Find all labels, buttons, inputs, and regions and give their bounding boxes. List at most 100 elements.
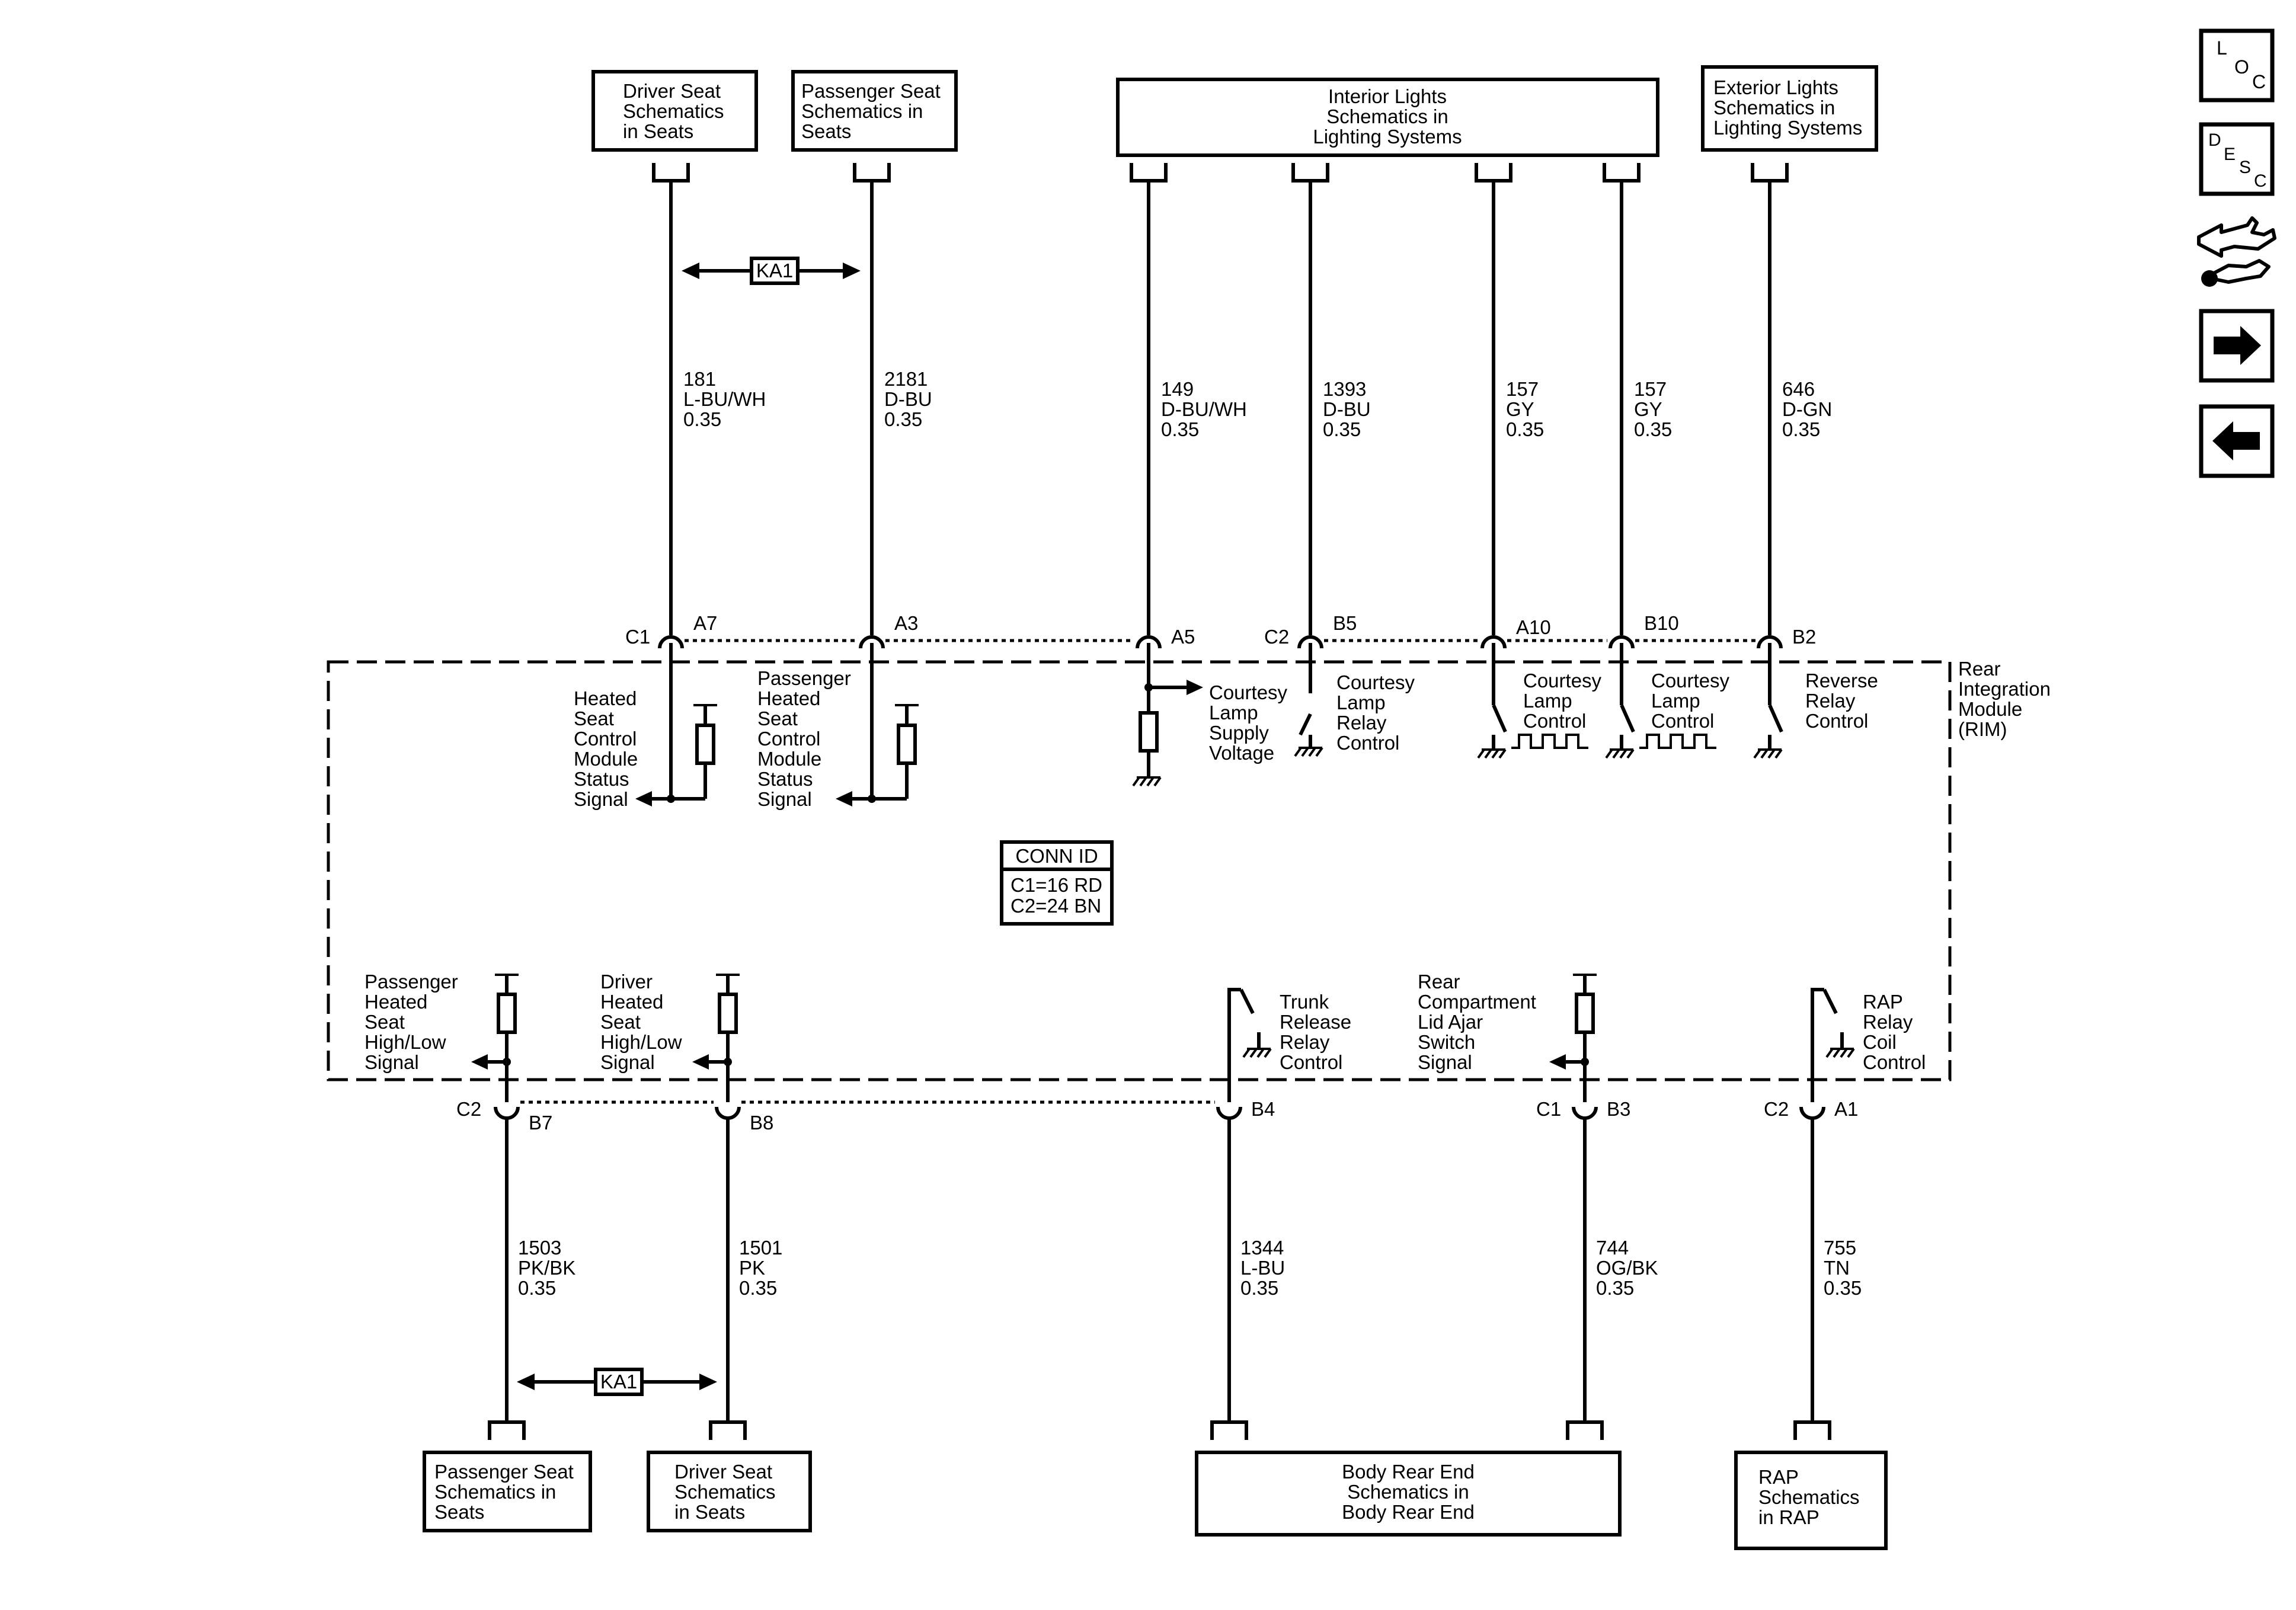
wire-circuit: 157	[1506, 378, 1539, 400]
signal-label: Signal	[1418, 1051, 1472, 1073]
signal-label: Driver	[600, 971, 653, 993]
desc-letter: S	[2239, 158, 2251, 177]
wire-color: GY	[1634, 398, 1662, 420]
wire-gauge: 0.35	[683, 408, 721, 430]
wire-circuit: 1393	[1323, 378, 1366, 400]
box-top-interior-lights[interactable]: Interior Lights Schematics in Lighting S…	[1116, 78, 1659, 157]
box-line: Driver Seat	[674, 1461, 772, 1483]
module-line: Rear	[1958, 658, 2001, 680]
signal-label: Module	[757, 748, 821, 770]
wire-color: GY	[1506, 398, 1534, 420]
wire-circuit: 755	[1824, 1237, 1856, 1259]
signal-label: Supply	[1209, 722, 1269, 744]
connector-id: C1	[625, 626, 650, 648]
wire-circuit: 1344	[1240, 1237, 1284, 1259]
box-line: Body Rear End	[1342, 1501, 1475, 1523]
circuit-pass-heated-seat-status: Passenger Heated Seat Control Module Sta…	[757, 667, 919, 810]
conn-id-box: CONN ID C1=16 RD C2=24 BN	[1000, 840, 1114, 926]
wire-color: L-BU/WH	[683, 388, 766, 410]
conn-id-title: CONN ID	[1015, 845, 1098, 867]
signal-label: Heated	[600, 991, 663, 1013]
left-arrow-icon[interactable]	[2199, 404, 2275, 478]
top-wires	[669, 181, 1771, 635]
right-arrow-icon[interactable]	[2199, 309, 2275, 383]
signal-label: Switch	[1418, 1031, 1475, 1053]
wire-circuit: 2181	[884, 368, 928, 390]
signal-label: Seat	[574, 708, 614, 729]
loc-letter: O	[2234, 56, 2249, 78]
signal-label: Control	[1805, 710, 1868, 732]
box-line: Passenger Seat	[801, 80, 941, 102]
box-line: Schematics	[623, 100, 724, 122]
box-line: Interior Lights	[1328, 85, 1447, 107]
signal-label: Relay	[1863, 1011, 1913, 1033]
wire-circuit: 181	[683, 368, 716, 390]
desc-letter: D	[2208, 130, 2221, 150]
box-top-exterior-lights[interactable]: Exterior Lights Schematics in Lighting S…	[1701, 65, 1878, 152]
wire-gauge: 0.35	[1161, 418, 1199, 440]
signal-label: Relay	[1336, 712, 1387, 734]
loc-letter: L	[2217, 37, 2227, 59]
signal-label: Lamp	[1209, 702, 1258, 724]
module-line: Integration	[1958, 678, 2051, 700]
desc-letter: E	[2224, 145, 2236, 164]
signal-label: Control	[1863, 1051, 1926, 1073]
box-line: Seats	[801, 120, 851, 142]
nav-desc-button[interactable]: D E S C	[2199, 122, 2275, 196]
connector-id: C2	[1264, 626, 1289, 648]
box-bottom-driver-seat[interactable]: Driver Seat Schematics in Seats	[647, 1451, 812, 1532]
wire-color: OG/BK	[1596, 1257, 1658, 1279]
signal-label: Lamp	[1651, 690, 1700, 712]
wire-gauge: 0.35	[1634, 418, 1672, 440]
ka1-label: KA1	[756, 260, 793, 281]
box-top-driver-seat[interactable]: Driver Seat Schematics in Seats	[591, 70, 758, 152]
connector-tool-icon[interactable]	[2197, 216, 2276, 287]
signal-label: Control	[1280, 1051, 1342, 1073]
pin-label: A7	[693, 612, 717, 634]
nav-loc-button[interactable]: L O C	[2199, 28, 2275, 103]
wire-gauge: 0.35	[884, 408, 922, 430]
signal-label: High/Low	[364, 1031, 446, 1053]
ka1-label: KA1	[600, 1371, 637, 1393]
pin-label: B2	[1792, 626, 1816, 648]
signal-label: Control	[574, 728, 637, 750]
signal-label: Module	[574, 748, 638, 770]
wire-gauge: 0.35	[1782, 418, 1820, 440]
top-wire-labels: 181 L-BU/WH 0.35 2181 D-BU 0.35 149 D-BU…	[683, 368, 1832, 440]
signal-label: Lamp	[1336, 692, 1386, 713]
wire-circuit: 744	[1596, 1237, 1629, 1259]
wire-gauge: 0.35	[739, 1277, 777, 1299]
box-line: Passenger Seat	[434, 1461, 574, 1483]
loc-letter: C	[2252, 71, 2266, 92]
signal-label: Control	[1336, 732, 1399, 754]
bottom-connector-pins: C2 C1 C2 B7 B8 B4 B3 A1	[456, 1098, 1858, 1134]
bottom-wire-labels: 1503 PK/BK 0.35 1501 PK 0.35 1344 L-BU 0…	[518, 1237, 1862, 1299]
box-bottom-rap[interactable]: RAP Schematics in RAP	[1734, 1451, 1888, 1550]
pin-label: A3	[894, 612, 918, 634]
circuit-pass-high-low: Passenger Heated Seat High/Low Signal	[364, 971, 519, 1102]
circuit-courtesy-supply: Courtesy Lamp Supply Voltage	[1132, 680, 1288, 787]
signal-label: Lamp	[1523, 690, 1572, 712]
box-line: Schematics in	[1326, 105, 1448, 127]
circuit-courtesy-control-1: Courtesy Lamp Control	[1477, 670, 1602, 759]
signal-label: Courtesy	[1209, 681, 1288, 703]
box-bottom-passenger-seat[interactable]: Passenger Seat Schematics in Seats	[423, 1451, 592, 1532]
pin-label: A1	[1834, 1098, 1858, 1120]
circuit-driver-high-low: Driver Heated Seat High/Low Signal	[600, 971, 740, 1102]
signal-label: Heated	[574, 687, 637, 709]
signal-label: Seat	[364, 1011, 405, 1033]
box-line: Schematics in	[434, 1481, 556, 1503]
box-line: in Seats	[674, 1501, 745, 1523]
signal-label: Signal	[600, 1051, 655, 1073]
top-connector-pins: C1 C2 A7 A3 A5 B5 A10 B10 B2	[625, 612, 1816, 800]
signal-label: Courtesy	[1523, 670, 1602, 692]
module-line: (RIM)	[1958, 718, 2007, 740]
signal-label: RAP	[1863, 991, 1903, 1013]
wire-color: D-BU	[884, 388, 932, 410]
rim-module-name: Rear Integration Module (RIM)	[1958, 658, 2051, 740]
pin-label: A10	[1516, 616, 1551, 638]
module-line: Module	[1958, 698, 2022, 720]
wire-circuit: 149	[1161, 378, 1194, 400]
box-bottom-body-rear-end[interactable]: Body Rear End Schematics in Body Rear En…	[1195, 1451, 1622, 1537]
box-top-passenger-seat[interactable]: Passenger Seat Schematics in Seats	[791, 70, 958, 152]
